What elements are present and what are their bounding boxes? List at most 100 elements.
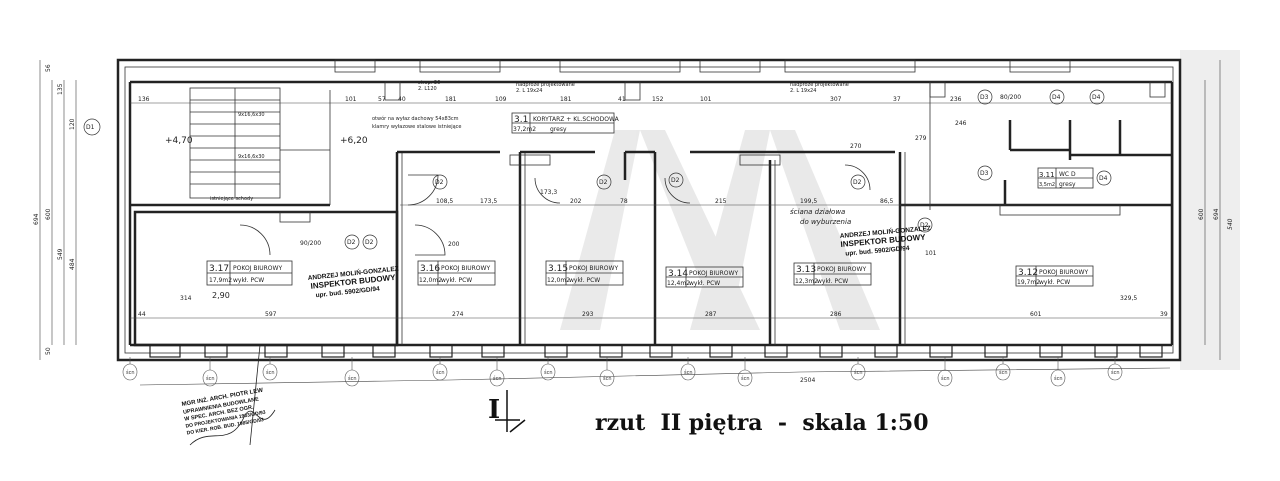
svg-text:D2: D2 xyxy=(853,179,862,186)
svg-text:D3: D3 xyxy=(980,94,989,101)
svg-text:3.16: 3.16 xyxy=(420,264,440,274)
svg-text:215: 215 xyxy=(715,198,727,205)
svg-text:56: 56 xyxy=(45,64,52,72)
svg-text:287: 287 xyxy=(705,311,717,318)
axis-marker: ścn xyxy=(540,357,556,381)
axis-marker-label: ścn xyxy=(126,369,135,376)
svg-text:12,3m2: 12,3m2 xyxy=(795,278,818,285)
svg-text:wykł. PCW: wykł. PCW xyxy=(817,278,848,285)
svg-text:41: 41 xyxy=(618,96,626,103)
axis-marker-label: ścn xyxy=(684,369,693,376)
axis-marker-label: ścn xyxy=(348,375,357,382)
svg-text:klamry wyłazowe stalowe istnie: klamry wyłazowe stalowe istniejące xyxy=(372,124,462,130)
svg-text:135: 135 xyxy=(57,83,64,95)
axis-marker-label: ścn xyxy=(544,369,553,376)
section-marker: I xyxy=(488,390,526,433)
svg-text:I: I xyxy=(488,395,500,425)
svg-text:wykł. PCW: wykł. PCW xyxy=(1039,279,1070,286)
svg-text:do wyburzenia: do wyburzenia xyxy=(800,218,851,226)
svg-text:3.17: 3.17 xyxy=(209,264,229,274)
svg-text:199,5: 199,5 xyxy=(800,198,817,205)
svg-text:12,0m2: 12,0m2 xyxy=(419,277,442,284)
axis-marker: ścn xyxy=(262,357,278,381)
svg-text:D3: D3 xyxy=(980,170,989,177)
svg-text:3.11: 3.11 xyxy=(1039,171,1055,179)
svg-text:3.14: 3.14 xyxy=(668,269,688,279)
svg-text:KORYTARZ + KL.SCHODOWA: KORYTARZ + KL.SCHODOWA xyxy=(533,116,620,123)
svg-text:484: 484 xyxy=(69,258,76,270)
svg-text:17,9m2: 17,9m2 xyxy=(209,277,232,284)
svg-text:istniejące schody: istniejące schody xyxy=(210,196,253,202)
svg-text:40: 40 xyxy=(398,96,406,103)
axis-marker: ścn xyxy=(202,357,218,387)
svg-text:601: 601 xyxy=(1030,311,1042,318)
axis-marker: ścn xyxy=(680,357,696,381)
svg-text:2504: 2504 xyxy=(800,377,815,384)
axis-marker-label: ścn xyxy=(999,369,1008,376)
svg-text:80/200: 80/200 xyxy=(1000,94,1021,101)
svg-text:274: 274 xyxy=(452,311,464,318)
axis-marker: ścn xyxy=(344,357,360,387)
svg-text:246: 246 xyxy=(955,120,967,127)
svg-text:D2: D2 xyxy=(920,222,929,229)
axis-marker-label: ścn xyxy=(603,375,612,382)
svg-text:wykł. PCW: wykł. PCW xyxy=(689,280,720,287)
svg-text:293: 293 xyxy=(582,311,594,318)
svg-text:694: 694 xyxy=(33,213,40,225)
svg-text:44: 44 xyxy=(138,311,146,318)
svg-text:12,0m2: 12,0m2 xyxy=(547,277,570,284)
svg-text:2. L 19x24: 2. L 19x24 xyxy=(516,88,542,94)
svg-text:540: 540 xyxy=(1227,218,1234,230)
svg-text:D2: D2 xyxy=(435,179,444,186)
svg-text:286: 286 xyxy=(830,311,842,318)
svg-text:90/200: 90/200 xyxy=(300,240,321,247)
svg-text:+6,20: +6,20 xyxy=(340,136,368,146)
svg-text:39: 39 xyxy=(1160,311,1168,318)
svg-text:POKOJ BIUROWY: POKOJ BIUROWY xyxy=(817,266,866,273)
svg-text:109: 109 xyxy=(495,96,507,103)
svg-text:2,90: 2,90 xyxy=(212,291,230,300)
svg-text:nadproże projektowane: nadproże projektowane xyxy=(516,82,575,88)
svg-text:nadproże projektowane: nadproże projektowane xyxy=(790,82,849,88)
svg-text:314: 314 xyxy=(180,295,192,302)
signature xyxy=(189,344,276,446)
axis-marker: ścn xyxy=(489,357,505,387)
svg-text:POKOJ BIUROWY: POKOJ BIUROWY xyxy=(569,265,618,272)
svg-text:181: 181 xyxy=(560,96,572,103)
svg-text:wykł. PCW: wykł. PCW xyxy=(569,277,600,284)
svg-text:307: 307 xyxy=(830,96,842,103)
svg-text:D2: D2 xyxy=(671,177,680,184)
svg-text:3.12: 3.12 xyxy=(1018,268,1038,278)
svg-text:101: 101 xyxy=(925,250,937,257)
svg-text:2. L120: 2. L120 xyxy=(418,86,437,92)
svg-text:3.1: 3.1 xyxy=(514,115,528,125)
svg-text:9x16,6x30: 9x16,6x30 xyxy=(238,112,265,118)
svg-text:D4: D4 xyxy=(1092,94,1101,101)
axis-marker-label: ścn xyxy=(854,369,863,376)
svg-text:86,5: 86,5 xyxy=(880,198,894,205)
watermark-logo xyxy=(560,130,880,330)
svg-text:3,5m2: 3,5m2 xyxy=(1039,182,1055,188)
axis-marker: ścn xyxy=(432,357,448,381)
dimension-lines xyxy=(39,60,1221,386)
svg-text:D4: D4 xyxy=(1099,175,1108,182)
svg-text:POKOJ BIUROWY: POKOJ BIUROWY xyxy=(1039,269,1088,276)
svg-text:otwór na wyłaz dachowy 54x83cm: otwór na wyłaz dachowy 54x83cm xyxy=(372,115,459,122)
axis-marker-label: ścn xyxy=(1054,375,1063,382)
svg-text:597: 597 xyxy=(265,311,277,318)
svg-text:37,2m2: 37,2m2 xyxy=(513,126,536,133)
svg-text:wykł. PCW: wykł. PCW xyxy=(233,277,264,284)
svg-text:3.15: 3.15 xyxy=(548,264,568,274)
svg-text:D2: D2 xyxy=(599,179,608,186)
svg-text:108,5: 108,5 xyxy=(436,198,453,205)
svg-text:2. L 19x24: 2. L 19x24 xyxy=(790,88,816,94)
svg-text:50: 50 xyxy=(45,347,52,355)
axis-marker: ścn xyxy=(122,357,138,381)
door-swings xyxy=(239,164,871,256)
svg-text:WC D: WC D xyxy=(1059,171,1076,178)
svg-text:329,5: 329,5 xyxy=(1120,295,1137,302)
